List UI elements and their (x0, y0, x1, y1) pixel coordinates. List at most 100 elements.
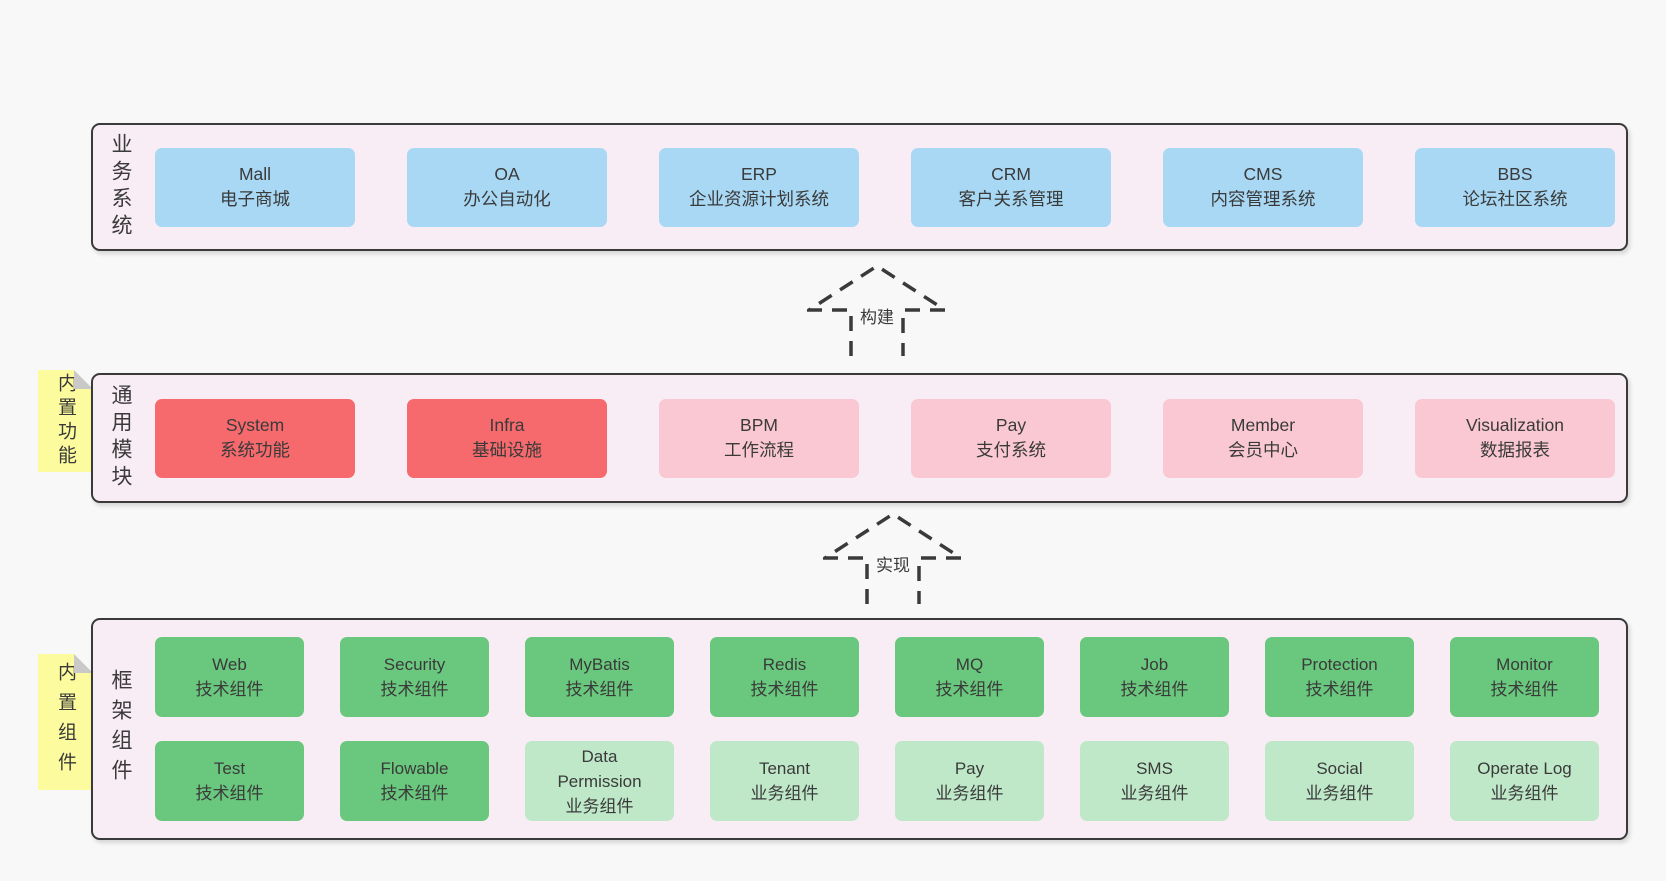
node-title: Visualization (1466, 415, 1564, 435)
node-subtitle: 电子商城 (220, 189, 290, 209)
node-subtitle: 技术组件 (750, 680, 819, 699)
node-title: BBS (1497, 164, 1533, 184)
layer-label-common-modules: 通用模块 (109, 384, 132, 492)
node-subtitle: 技术组件 (195, 784, 264, 803)
node-title: CRM (991, 164, 1031, 184)
node-modules-pay: Pay 支付系统 (911, 398, 1111, 478)
node-subtitle: 技术组件 (195, 680, 264, 699)
node-subtitle: 数据报表 (1480, 440, 1550, 460)
node-subtitle: 内容管理系统 (1210, 189, 1316, 209)
arrow-build-label: 构建 (856, 302, 898, 329)
sticky-label-built-in-components: 内置组件 (55, 662, 76, 782)
node-subtitle: 业务组件 (565, 796, 634, 816)
arrow-build: 构建 (807, 264, 947, 356)
node-title: Social (1316, 759, 1363, 778)
node-subtitle: 技术组件 (1120, 680, 1189, 699)
node-components-web: Web 技术组件 (155, 637, 304, 717)
node-title: Tenant (758, 759, 811, 778)
node-title: System (225, 415, 285, 435)
node-title: Pay (995, 415, 1027, 435)
node-subtitle: 工作流程 (724, 440, 794, 460)
node-subtitle: 基础设施 (472, 440, 542, 460)
sticky-note-built-in-components: 内置组件 (38, 654, 93, 790)
node-modules-bpm: BPM 工作流程 (659, 398, 859, 478)
node-subtitle: 论坛社区系统 (1462, 189, 1568, 209)
node-business-erp: ERP 企业资源计划系统 (659, 147, 859, 227)
node-title: BPM (740, 415, 778, 435)
node-subtitle: 业务组件 (1490, 784, 1559, 803)
node-business-bbs: BBS 论坛社区系统 (1415, 147, 1615, 227)
node-title: Operate Log (1477, 759, 1572, 778)
node-subtitle: 办公自动化 (463, 189, 551, 209)
node-business-crm: CRM 客户关系管理 (911, 147, 1111, 227)
node-subtitle: 系统功能 (220, 440, 290, 460)
node-title: Pay (954, 759, 985, 778)
node-title: SMS (1136, 759, 1173, 778)
node-title: MyBatis (569, 655, 630, 674)
node-title: Monitor (1496, 655, 1553, 674)
node-subtitle: 技术组件 (565, 680, 634, 699)
arrow-implement: 实现 (823, 512, 963, 604)
node-subtitle: 技术组件 (1305, 680, 1374, 699)
node-title: Test (213, 759, 246, 778)
node-subtitle: 业务组件 (935, 784, 1004, 803)
node-subtitle: 技术组件 (1490, 680, 1559, 699)
node-subtitle: 业务组件 (750, 784, 819, 803)
node-title: Data Permission (557, 746, 642, 791)
layer-label-business-systems: 业务系统 (109, 133, 132, 241)
node-business-mall: Mall 电子商城 (155, 147, 355, 227)
node-components-flowable: Flowable 技术组件 (340, 741, 489, 821)
node-title: Web (212, 655, 247, 674)
node-subtitle: 业务组件 (1305, 784, 1374, 803)
node-components-pay: Pay 业务组件 (895, 741, 1044, 821)
node-subtitle: 技术组件 (935, 680, 1004, 699)
node-components-data-permission: Data Permission 业务组件 (525, 741, 674, 821)
arrow-implement-label: 实现 (872, 550, 914, 577)
node-modules-system: System 系统功能 (155, 398, 355, 478)
node-title: CMS (1243, 164, 1283, 184)
node-title: Protection (1301, 655, 1378, 674)
node-business-cms: CMS 内容管理系统 (1163, 147, 1363, 227)
node-title: Job (1140, 655, 1169, 674)
node-title: Flowable (380, 759, 449, 778)
node-title: MQ (955, 655, 984, 674)
node-components-operate-log: Operate Log 业务组件 (1450, 741, 1599, 821)
node-components-redis: Redis 技术组件 (710, 637, 859, 717)
layer-label-framework-components: 框架组件 (109, 669, 132, 789)
node-components-tenant: Tenant 业务组件 (710, 741, 859, 821)
node-subtitle: 客户关系管理 (958, 189, 1064, 209)
sticky-note-built-in-features: 内置功能 (38, 370, 93, 472)
node-subtitle: 技术组件 (380, 784, 449, 803)
node-components-monitor: Monitor 技术组件 (1450, 637, 1599, 717)
node-subtitle: 企业资源计划系统 (689, 189, 829, 209)
node-components-social: Social 业务组件 (1265, 741, 1414, 821)
node-title: Member (1230, 415, 1296, 435)
node-subtitle: 支付系统 (976, 440, 1046, 460)
node-title: Mall (238, 164, 272, 184)
node-modules-visualization: Visualization 数据报表 (1415, 398, 1615, 478)
node-subtitle: 业务组件 (1120, 784, 1189, 803)
node-components-job: Job 技术组件 (1080, 637, 1229, 717)
node-components-mq: MQ 技术组件 (895, 637, 1044, 717)
sticky-label-built-in-features: 内置功能 (55, 373, 76, 469)
node-components-test: Test 技术组件 (155, 741, 304, 821)
node-title: Security (383, 655, 446, 674)
node-title: ERP (741, 164, 777, 184)
node-components-protection: Protection 技术组件 (1265, 637, 1414, 717)
node-title: Redis (762, 655, 807, 674)
